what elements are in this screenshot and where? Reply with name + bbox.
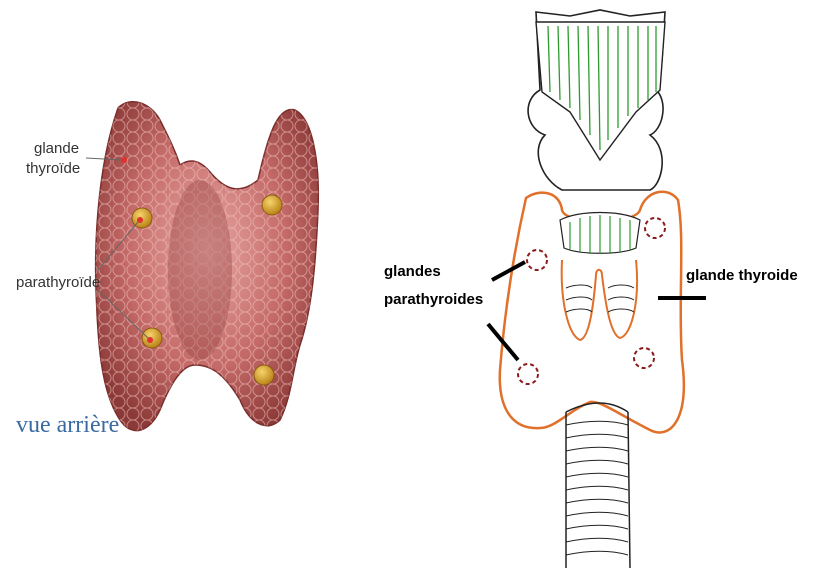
label-parathyroides: parathyroides	[384, 291, 484, 308]
label-glande-thyroide: glande thyroide	[686, 267, 798, 284]
parathyroid-pointer-lower	[486, 322, 520, 362]
parathyroid-schematic-lower-left	[517, 363, 539, 385]
trachea-outline	[565, 411, 631, 569]
view-caption: vue arrière	[16, 412, 120, 438]
label-thyroide: thyroïde	[26, 160, 81, 177]
parathyroid-schematic-upper-left	[526, 249, 548, 271]
label-parathyroide: parathyroïde	[16, 274, 101, 291]
trachea-rings	[565, 420, 629, 556]
parathyroid-marker-dot-upper	[137, 217, 143, 223]
label-glandes: glandes	[384, 263, 441, 280]
schematic-drawing-panel: glandes parathyroides glande thyroide	[384, 0, 823, 572]
schematic-drawing	[486, 9, 706, 569]
parathyroid-marker-dot-lower	[147, 337, 153, 343]
thyroid-leader-line	[85, 157, 123, 161]
cartilage-hatching-lower	[569, 215, 631, 254]
parathyroid-schematic-upper-right	[644, 217, 666, 239]
parathyroid-pointer-upper	[491, 260, 526, 282]
parathyroid-leader-line-lower	[97, 289, 149, 339]
thyroid-illustration-panel: glande thyroïde parathyroïde vue arrière	[0, 0, 400, 572]
parathyroid-upper-right	[261, 194, 283, 216]
parathyroid-lower-right	[253, 364, 275, 386]
thyroid-illustration	[85, 101, 320, 432]
parathyroid-leader-line-upper	[97, 221, 139, 271]
cartilage-hatching-upper	[547, 25, 657, 151]
trachea-rings-inner	[565, 284, 635, 313]
label-glande: glande	[34, 140, 80, 157]
thyroid-marker-dot	[121, 157, 127, 163]
parathyroid-schematic-lower-right	[633, 347, 655, 369]
